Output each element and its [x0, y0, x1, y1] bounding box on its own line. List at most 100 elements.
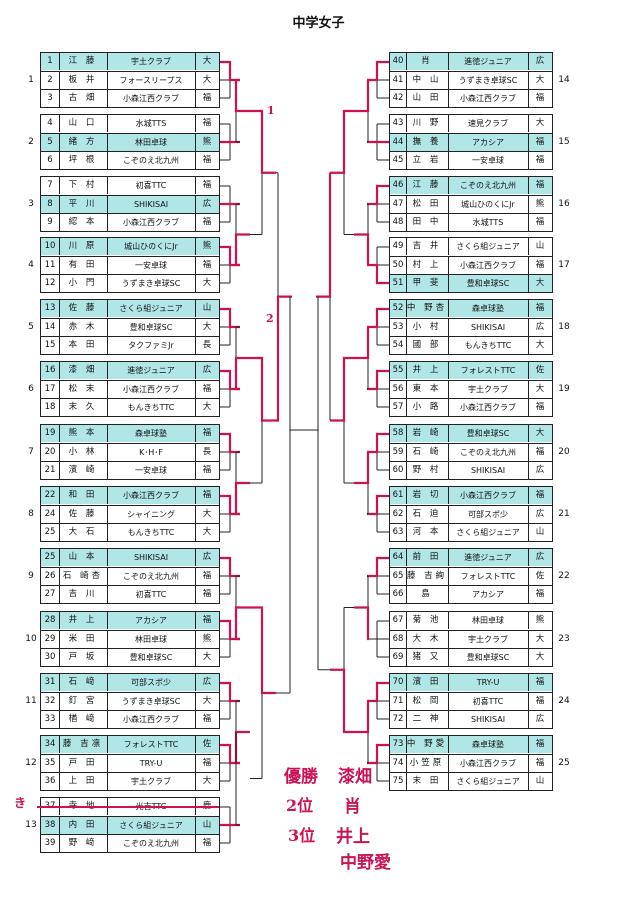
player-name: 佐 藤 [59, 506, 108, 523]
winner-path [234, 606, 250, 641]
player-seed-number: 12 [41, 275, 60, 292]
player-name: 緒 方 [59, 134, 108, 151]
player-club: こぞのえ北九州 [107, 152, 196, 169]
player-prefecture: 大 [202, 322, 212, 332]
player-name: 上 田 [59, 773, 108, 790]
player-prefecture: 大 [202, 278, 212, 288]
player-seed-number: 60 [390, 462, 407, 479]
winner-path [354, 606, 370, 641]
group-number: 8 [28, 509, 34, 519]
player-seed-number: 21 [41, 462, 60, 479]
player-club: フォースリープス [107, 72, 196, 89]
player-club: 豊和卓球SC [448, 649, 529, 666]
player-club: 小森江西クラブ [448, 257, 529, 274]
player-seed-number: 29 [41, 631, 60, 648]
player-prefecture: 大 [535, 278, 545, 288]
player-prefecture: 熊 [535, 615, 545, 625]
player-seed-number: 39 [41, 835, 60, 852]
player-seed-number: 19 [41, 425, 60, 442]
group-number: 23 [558, 634, 570, 644]
player-seed-number: 27 [41, 586, 60, 603]
group-number: 13 [25, 820, 37, 830]
result-place-3: 3位 [288, 826, 316, 845]
player-prefecture: 福 [535, 589, 545, 599]
player-prefecture: 福 [202, 260, 212, 270]
winner-path [367, 681, 389, 703]
winner-path [367, 184, 389, 206]
player-club: 小森江西クラブ [107, 90, 196, 107]
player-name: 平 川 [59, 196, 108, 213]
player-name: 赤 木 [59, 319, 108, 336]
player-prefecture: 長 [202, 447, 212, 457]
player-seed-number: 20 [41, 444, 60, 461]
player-name: 本 田 [59, 337, 108, 354]
player-club: 宇土クラブ [448, 631, 529, 648]
winner-path [276, 295, 292, 422]
player-prefecture: 福 [535, 758, 545, 768]
result-name-1: 漆畑 [338, 767, 372, 787]
player-prefecture: 広 [202, 552, 212, 562]
player-prefecture: 大 [535, 340, 545, 350]
player-prefecture: 山 [535, 776, 545, 786]
player-prefecture: 大 [202, 527, 212, 537]
player-seed-number: 7 [41, 177, 60, 194]
player-prefecture: 大 [535, 384, 545, 394]
player-club: タクファミJr [107, 337, 196, 354]
winner-path [367, 743, 389, 765]
player-name: 山 口 [59, 115, 108, 132]
player-name: 山 田 [406, 90, 449, 107]
player-club: こぞのえ北九州 [107, 568, 196, 585]
player-name: 内 田 [59, 817, 108, 834]
player-seed-number: 13 [41, 300, 60, 317]
winner-path [234, 356, 250, 391]
group-number: 3 [28, 199, 34, 209]
player-club: 一安卓球 [107, 257, 196, 274]
winner-path [367, 263, 389, 285]
player-prefecture: 広 [535, 509, 545, 519]
player-seed-number: 11 [41, 257, 60, 274]
winner-path [234, 233, 250, 267]
player-prefecture: 佐 [535, 365, 545, 375]
player-prefecture: 大 [535, 75, 545, 85]
player-club: 小森江西クラブ [448, 755, 529, 772]
player-club: 森卓球塾 [107, 425, 196, 442]
player-name: 漆 畑 [59, 362, 108, 379]
player-seed-number: 55 [390, 362, 407, 379]
player-seed-number: 66 [390, 586, 407, 603]
player-name: 米 田 [59, 631, 108, 648]
player-seed-number: 41 [390, 72, 407, 89]
player-seed-number: 9 [41, 214, 60, 231]
player-name: 末 田 [406, 773, 449, 790]
winner-path [218, 60, 240, 82]
player-name: 川 野 [406, 115, 449, 132]
player-club: 水城TTS [448, 214, 529, 231]
player-prefecture: 山 [535, 241, 545, 251]
player-prefecture: 福 [535, 217, 545, 227]
player-prefecture: 山 [535, 527, 545, 537]
group-number: 6 [28, 384, 34, 394]
player-seed-number: 30 [41, 649, 60, 666]
player-prefecture: 福 [202, 490, 212, 500]
player-prefecture: 福 [202, 589, 212, 599]
